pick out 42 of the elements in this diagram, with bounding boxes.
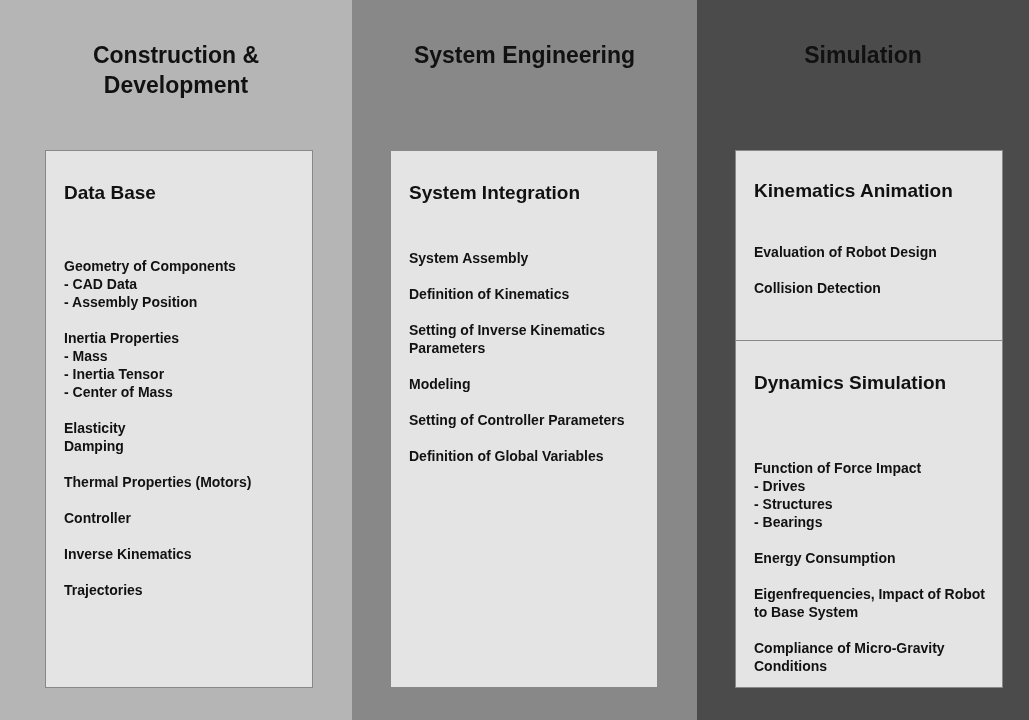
list-item: - CAD Data (64, 275, 138, 293)
list-item: - Inertia Tensor (64, 365, 165, 383)
column-band (697, 0, 1029, 720)
list-item: Eigenfrequencies, Impact of Robot to Base System (754, 585, 987, 621)
list-item: Elasticity (64, 419, 126, 437)
list-item: Setting of Inverse Kinematics Parameters (409, 321, 607, 357)
list-item: Setting of Controller Parameters (409, 411, 625, 429)
list-item: Definition of Global Variables (409, 447, 604, 465)
panel-heading: Kinematics Animation (754, 179, 953, 203)
list-item: Compliance of Micro-Gravity Conditions (754, 639, 946, 675)
panel-heading: Data Base (64, 181, 156, 205)
list-item: - Mass (64, 347, 108, 365)
column-heading: Simulation (804, 41, 922, 70)
list-item: Function of Force Impact (754, 459, 922, 477)
list-item: Collision Detection (754, 279, 881, 297)
list-item: Inverse Kinematics (64, 545, 192, 563)
content-panel (735, 340, 1003, 688)
list-item: Thermal Properties (Motors) (64, 473, 252, 491)
list-item: Geometry of Components (64, 257, 236, 275)
panel-heading: System Integration (409, 181, 581, 205)
list-item: Evaluation of Robot Design (754, 243, 937, 261)
list-item: - Center of Mass (64, 383, 173, 401)
column-heading: System Engineering (413, 41, 636, 70)
content-panel (390, 150, 658, 688)
content-panel (45, 150, 313, 688)
list-item: - Assembly Position (64, 293, 198, 311)
list-item: - Drives (754, 477, 806, 495)
list-item: Modeling (409, 375, 471, 393)
content-panel (735, 150, 1003, 341)
list-item: Inertia Properties (64, 329, 180, 347)
list-item: Energy Consumption (754, 549, 896, 567)
list-item: - Structures (754, 495, 833, 513)
list-item: Damping (64, 437, 124, 455)
list-item: System Assembly (409, 249, 529, 267)
column-band (0, 0, 352, 720)
column-heading: Construction & Development (91, 41, 261, 100)
panel-heading: Dynamics Simulation (754, 371, 947, 395)
list-item: Trajectories (64, 581, 143, 599)
list-item: Controller (64, 509, 131, 527)
list-item: Definition of Kinematics (409, 285, 570, 303)
list-item: - Bearings (754, 513, 823, 531)
column-band (352, 0, 697, 720)
